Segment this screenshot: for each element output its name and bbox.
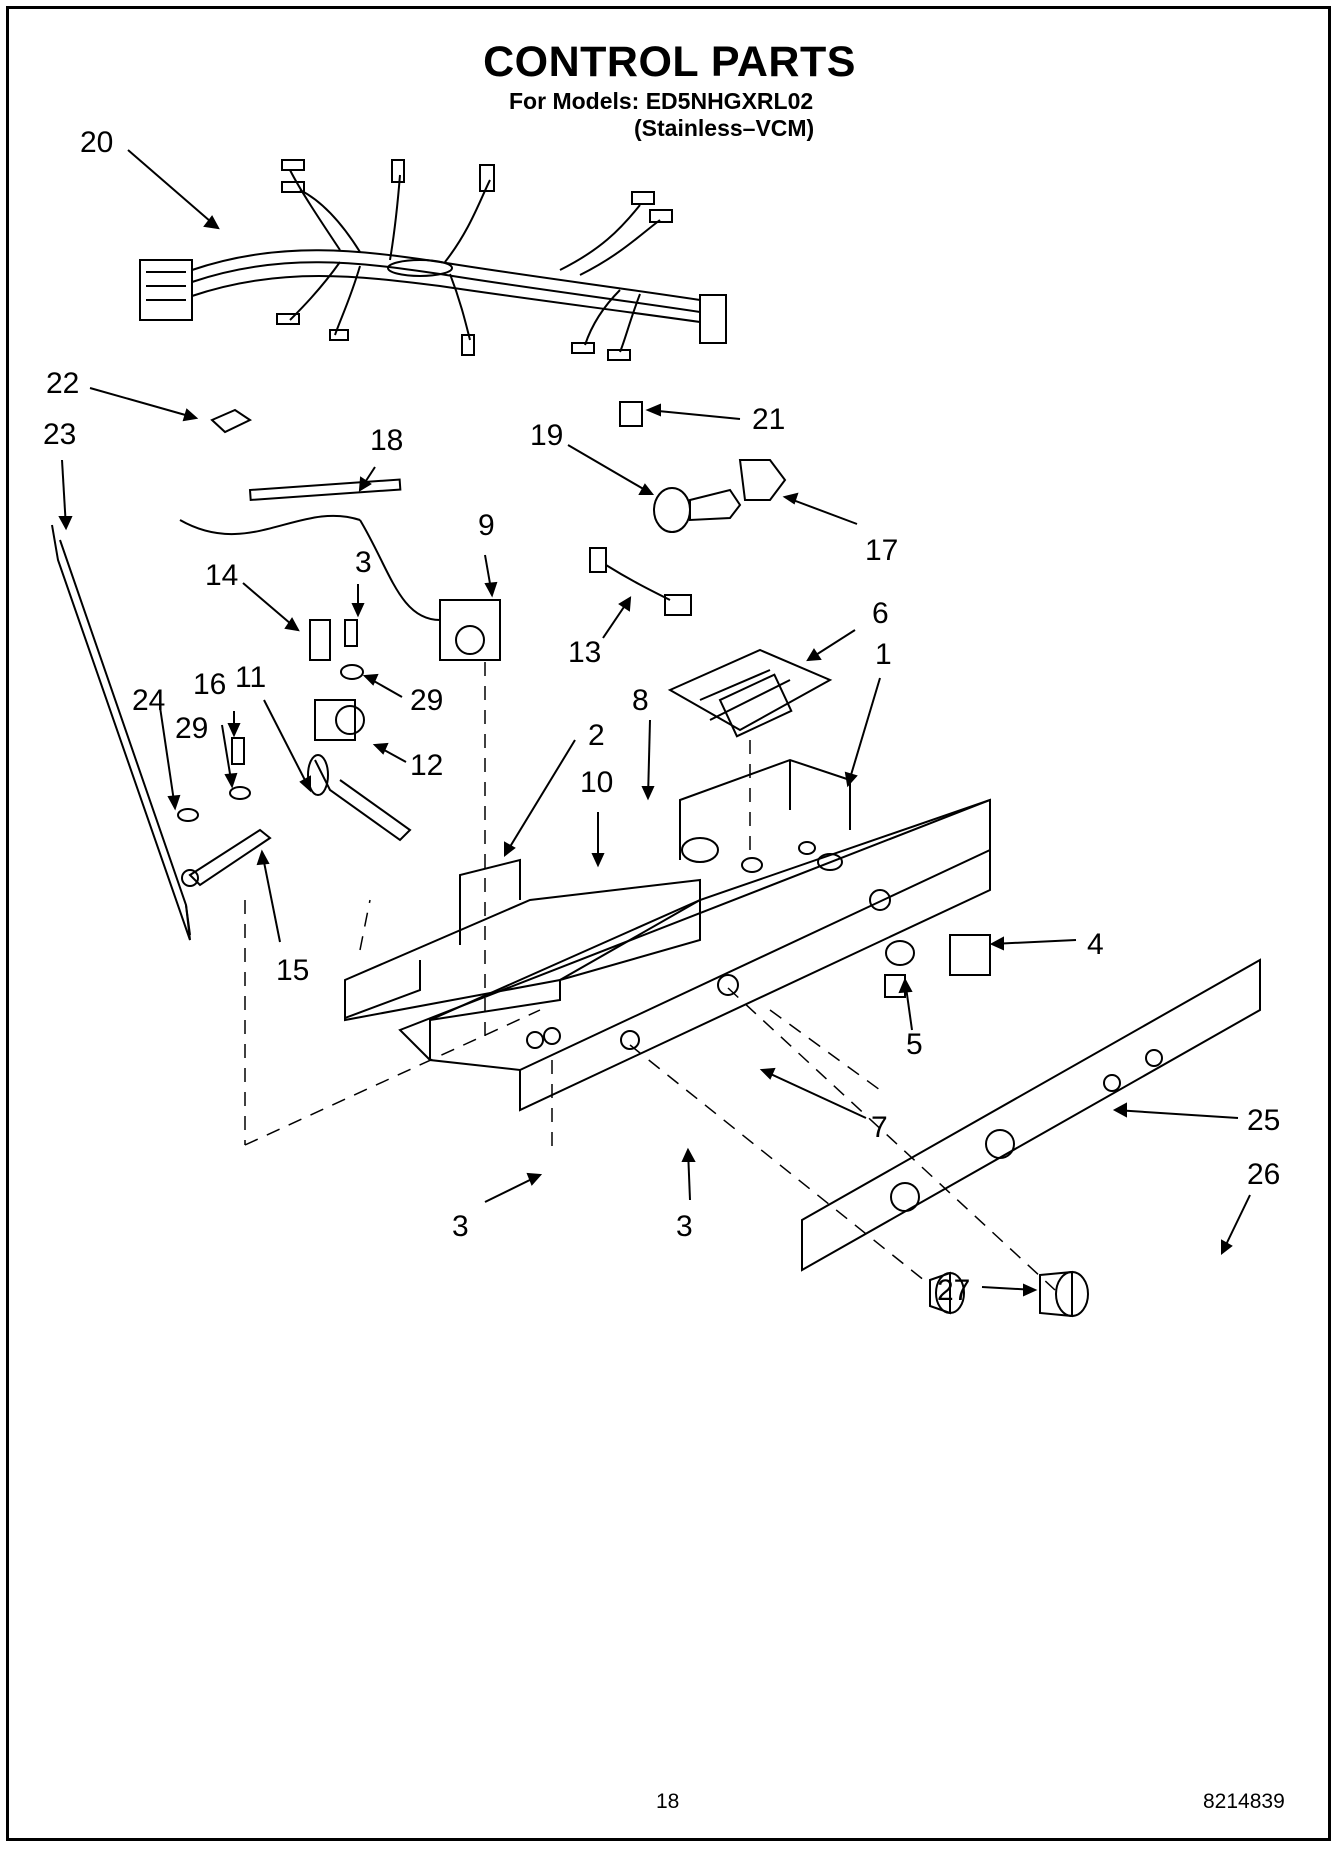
- lamp-harness: [589, 547, 692, 616]
- thermostat-assembly: [179, 478, 501, 842]
- page-title: CONTROL PARTS: [483, 38, 856, 86]
- callout-22: 22: [46, 367, 79, 400]
- control-panel: [801, 958, 1261, 1272]
- lamp-assembly: [619, 401, 787, 533]
- control-board: [667, 648, 833, 738]
- callout-14: 14: [205, 559, 238, 592]
- callout-7: 7: [871, 1111, 888, 1144]
- callout-3-b: 3: [452, 1210, 469, 1243]
- wire-harness: [139, 159, 727, 361]
- callout-26: 26: [1247, 1158, 1280, 1191]
- callout-29-a: 29: [175, 712, 208, 745]
- callout-17: 17: [865, 534, 898, 567]
- callout-19: 19: [530, 419, 563, 452]
- callout-6: 6: [872, 597, 889, 630]
- callout-2: 2: [588, 719, 605, 752]
- callout-16: 16: [193, 668, 226, 701]
- callout-1: 1: [875, 638, 892, 671]
- callout-8: 8: [632, 684, 649, 717]
- callout-29-b: 29: [410, 684, 443, 717]
- models-line: For Models: ED5NHGXRL02: [509, 88, 814, 114]
- callout-3-a: 3: [355, 546, 372, 579]
- callout-9: 9: [478, 509, 495, 542]
- page-border: [6, 6, 1331, 1841]
- callout-3-c: 3: [676, 1210, 693, 1243]
- callout-13: 13: [568, 636, 601, 669]
- rod: [51, 524, 191, 941]
- page-number: 18: [656, 1790, 680, 1813]
- callout-11: 11: [235, 661, 266, 694]
- callout-12: 12: [410, 749, 443, 782]
- clip: [210, 408, 253, 434]
- callout-20: 20: [80, 126, 113, 159]
- callout-5: 5: [906, 1028, 923, 1061]
- callout-10: 10: [580, 766, 613, 799]
- callout-18: 18: [370, 424, 403, 457]
- damper-arm: [177, 619, 364, 887]
- callout-4: 4: [1087, 928, 1104, 961]
- callout-24: 24: [132, 684, 165, 717]
- callout-15: 15: [276, 954, 309, 987]
- bracket: [344, 858, 701, 1022]
- document-number: 8214839: [1203, 1790, 1285, 1813]
- control-housing: [398, 758, 991, 1112]
- callout-27: 27: [937, 1274, 970, 1307]
- callout-25: 25: [1247, 1104, 1280, 1137]
- variant-line: (Stainless–VCM): [634, 115, 815, 141]
- assembly-guides: [244, 662, 1056, 1291]
- callout-21: 21: [752, 403, 785, 436]
- leader-lines: [58, 149, 1251, 1297]
- callout-23: 23: [43, 418, 76, 451]
- callout-labels: 20 22 21 23 18 19 17 3 9 14 13 6 16 11 1…: [43, 126, 1280, 1307]
